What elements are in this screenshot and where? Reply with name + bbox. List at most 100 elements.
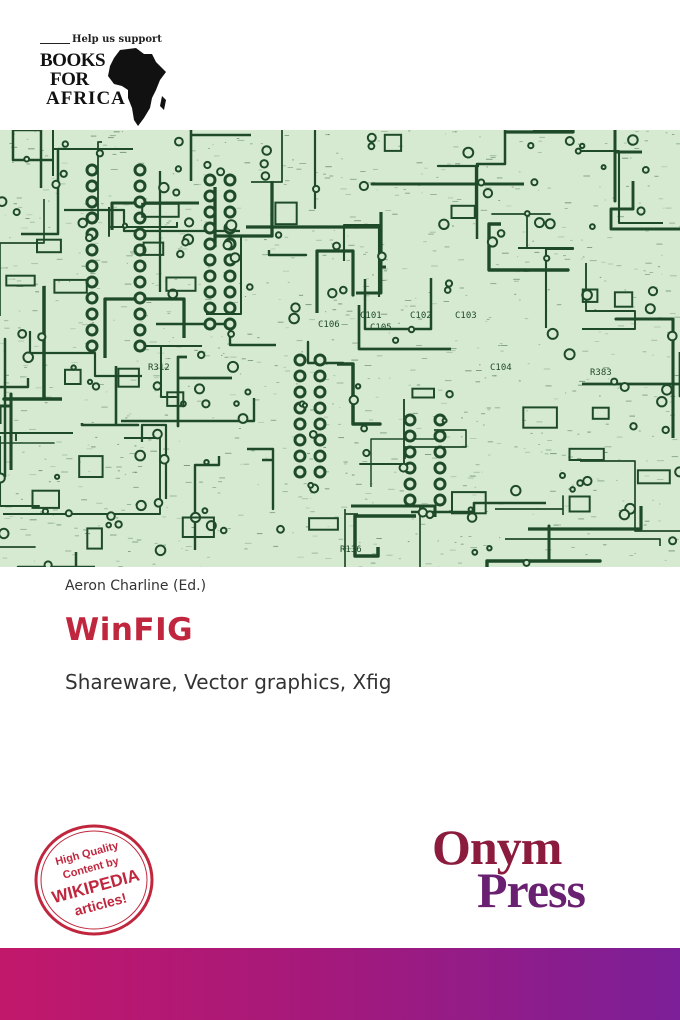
logo-help-text: Help us support xyxy=(72,34,162,45)
circuit-speckle xyxy=(117,470,120,472)
circuit-component xyxy=(64,368,82,386)
circuit-speckle xyxy=(236,138,240,139)
circuit-speckle xyxy=(499,537,501,539)
circuit-speckle xyxy=(48,226,51,228)
circuit-speckle xyxy=(657,266,661,268)
circuit-pad xyxy=(85,307,99,321)
circuit-trace xyxy=(337,362,382,426)
circuit-speckle xyxy=(309,458,314,460)
circuit-speckle xyxy=(142,349,149,351)
circuit-speckle xyxy=(95,259,101,261)
circuit-speckle xyxy=(78,486,83,488)
circuit-speckle xyxy=(578,518,585,520)
circuit-speckle xyxy=(643,524,647,526)
circuit-speckle xyxy=(547,289,550,291)
circuit-speckle xyxy=(5,374,9,376)
circuit-pad xyxy=(85,233,94,243)
circuit-speckle xyxy=(325,134,329,136)
circuit-speckle xyxy=(430,231,436,233)
circuit-pad xyxy=(197,350,206,360)
circuit-speckle xyxy=(224,356,229,358)
circuit-speckle xyxy=(537,189,540,191)
circuit-speckle xyxy=(180,248,188,250)
circuit-pad xyxy=(176,249,185,259)
circuit-speckle xyxy=(480,209,488,211)
circuit-speckle xyxy=(224,142,227,143)
circuit-pad xyxy=(223,189,237,203)
circuit-speckle xyxy=(309,319,315,321)
circuit-speckle xyxy=(433,416,436,418)
circuit-speckle xyxy=(342,548,345,550)
circuit-trace xyxy=(0,392,13,470)
circuit-speckle xyxy=(461,417,463,419)
circuit-speckle xyxy=(126,262,128,264)
circuit-component xyxy=(568,447,605,461)
circuit-speckle xyxy=(247,333,253,335)
circuit-speckle xyxy=(178,540,181,542)
circuit-speckle xyxy=(168,220,172,222)
circuit-speckle xyxy=(623,142,627,144)
circuit-pad xyxy=(313,449,327,463)
circuit-speckle xyxy=(250,143,253,145)
circuit-speckle xyxy=(58,281,61,283)
circuit-component xyxy=(568,495,591,513)
circuit-speckle xyxy=(212,417,215,419)
circuit-speckle xyxy=(545,449,552,451)
circuit-speckle xyxy=(138,162,145,164)
circuit-speckle xyxy=(349,525,356,527)
circuit-speckle xyxy=(115,477,120,479)
circuit-speckle xyxy=(389,377,391,379)
circuit-speckle xyxy=(360,171,366,172)
circuit-speckle xyxy=(666,356,670,358)
circuit-speckle xyxy=(319,322,323,324)
circuit-speckle xyxy=(256,361,262,363)
circuit-speckle xyxy=(579,380,586,382)
circuit-speckle xyxy=(644,274,651,275)
circuit-speckle xyxy=(128,551,131,552)
circuit-speckle xyxy=(481,413,486,415)
circuit-speckle xyxy=(506,205,512,207)
circuit-speckle xyxy=(400,309,404,311)
circuit-component xyxy=(31,489,60,509)
circuit-speckle xyxy=(287,167,294,168)
circuit-speckle xyxy=(346,259,350,261)
circuit-speckle xyxy=(578,384,583,386)
circuit-speckle xyxy=(17,206,23,208)
circuit-speckle xyxy=(629,415,635,417)
circuit-speckle xyxy=(81,499,87,501)
circuit-pad xyxy=(95,149,105,158)
circuit-speckle xyxy=(642,351,647,353)
circuit-pad xyxy=(313,353,327,367)
circuit-speckle xyxy=(469,438,477,439)
circuit-speckle xyxy=(359,246,364,248)
circuit-speckle xyxy=(364,295,370,297)
circuit-pad xyxy=(91,382,101,391)
circuit-speckle xyxy=(565,392,567,394)
circuit-component xyxy=(308,517,339,531)
circuit-speckle xyxy=(103,144,107,146)
circuit-speckle xyxy=(331,339,335,341)
circuit-pad xyxy=(246,283,254,291)
circuit-pad xyxy=(313,465,327,479)
circuit-speckle xyxy=(671,134,675,135)
circuit-component xyxy=(591,406,610,420)
circuit-speckle xyxy=(176,517,183,519)
circuit-pad xyxy=(563,348,576,361)
circuit-speckle xyxy=(537,152,541,153)
circuit-speckle xyxy=(264,386,267,387)
circuit-speckle xyxy=(484,377,487,379)
circuit-pad xyxy=(466,512,478,523)
circuit-speckle xyxy=(547,187,551,189)
circuit-speckle xyxy=(205,298,212,300)
circuit-speckle xyxy=(658,198,664,200)
circuit-trace xyxy=(306,340,345,365)
circuit-speckle xyxy=(16,286,24,287)
circuit-pad xyxy=(85,323,99,337)
circuit-trace xyxy=(121,398,256,423)
circuit-speckle xyxy=(263,239,267,241)
circuit-speckle xyxy=(486,158,493,160)
circuit-component xyxy=(522,406,558,429)
circuit-speckle xyxy=(266,282,270,284)
circuit-speckle xyxy=(236,207,242,209)
circuit-speckle xyxy=(367,182,374,184)
